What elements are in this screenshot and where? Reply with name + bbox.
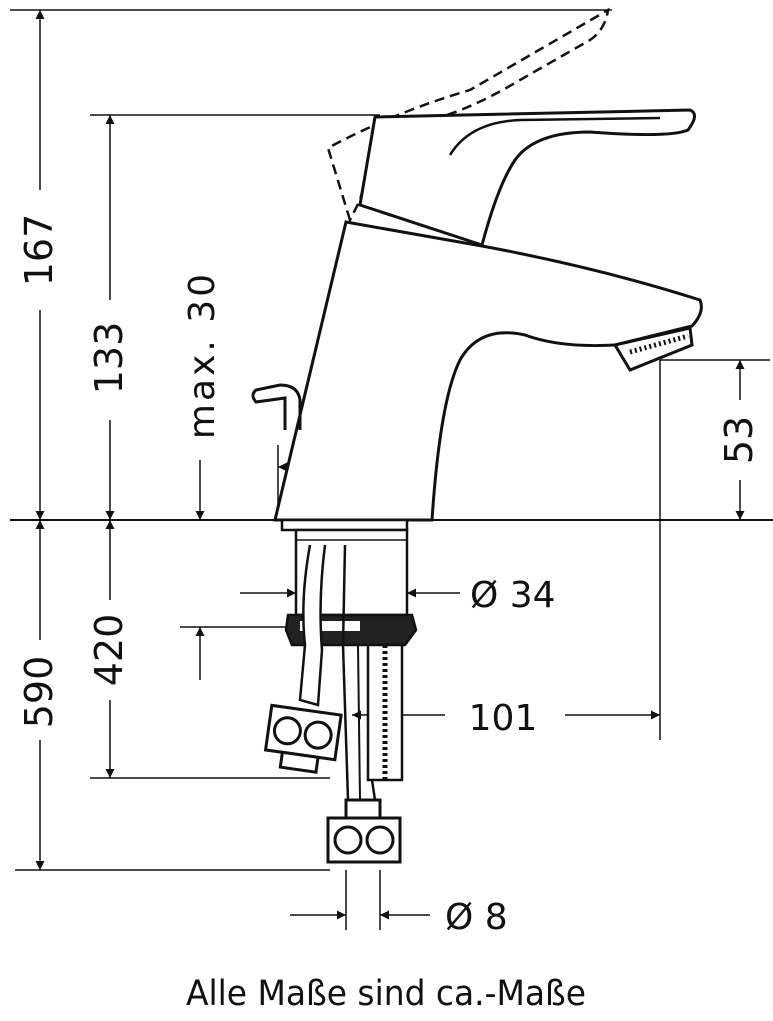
hose-right-inner	[357, 644, 361, 801]
flex-hose-left	[298, 544, 327, 707]
dim-590: 590	[17, 520, 61, 870]
dim-420-label: 420	[87, 614, 131, 687]
dim-590-label: 590	[17, 656, 61, 729]
aerator	[612, 326, 694, 372]
dim-133: 133	[87, 115, 131, 520]
dim-d8: Ø 8	[290, 870, 508, 938]
hose-connector-bottom	[326, 798, 402, 864]
dim-133-label: 133	[87, 322, 131, 395]
dim-53-label: 53	[717, 416, 761, 464]
popup-rod	[251, 383, 302, 430]
hose-connector-left	[263, 703, 343, 774]
lever-inner-line	[448, 116, 661, 156]
dim-53: 53	[717, 360, 761, 520]
dim-max30-label: max. 30	[182, 271, 223, 439]
nut-highlight	[300, 621, 360, 631]
lever-handle	[358, 108, 696, 247]
dim-d34-label: Ø 34	[470, 575, 556, 616]
dim-167-label: 167	[17, 214, 61, 287]
dim-d8-label: Ø 8	[445, 897, 508, 938]
dim-101-label: 101	[469, 698, 538, 739]
dim-167: 167	[17, 10, 61, 520]
faucet-body	[273, 220, 703, 522]
aerator-hatch	[629, 333, 689, 355]
dim-420: 420	[87, 520, 131, 778]
base-plate	[280, 518, 409, 532]
dim-d34: Ø 34	[240, 575, 556, 616]
dim-max30: max. 30	[182, 271, 223, 520]
caption: Alle Maße sind ca.-Maße	[186, 974, 586, 1014]
